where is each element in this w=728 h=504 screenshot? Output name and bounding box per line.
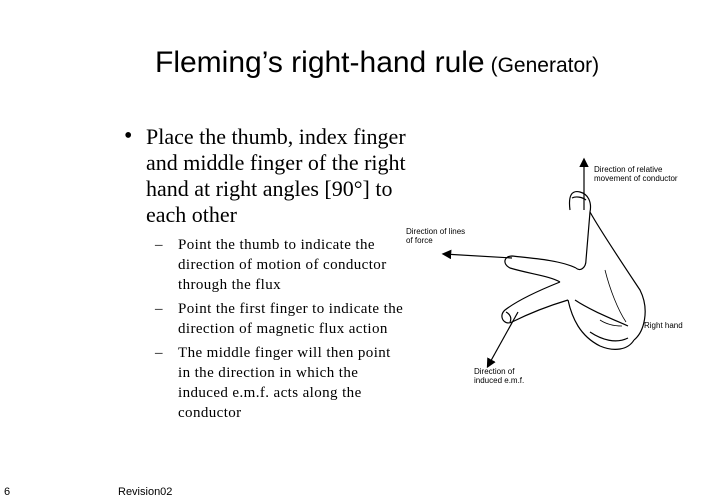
sub-bullet-text: The middle finger will then point in the… [178, 345, 391, 421]
footer-revision: Revision02 [118, 486, 173, 498]
hand-illustration [501, 190, 646, 350]
sub-bullet-text: Point the thumb to indicate the directio… [178, 237, 387, 293]
label-motion-2: movement of conductor [594, 174, 678, 183]
dash-icon: – [155, 301, 163, 317]
dash-icon: – [155, 345, 163, 361]
main-bullet-text: Place the thumb, index finger and middle… [146, 124, 406, 227]
bullet-dot-icon: • [124, 123, 133, 149]
emf-arrow [486, 311, 519, 369]
label-force-1: Direction of lines [406, 227, 465, 236]
label-emf-1: Direction of [474, 367, 515, 376]
title-main: Fleming’s right-hand rule [155, 46, 485, 79]
right-hand-diagram: Direction of relative movement of conduc… [406, 157, 683, 385]
label-hand: Right hand [644, 321, 683, 330]
dash-icon: – [155, 237, 163, 253]
title-sub: (Generator) [490, 54, 600, 77]
page-number: 6 [4, 486, 11, 498]
label-motion-1: Direction of relative [594, 165, 663, 174]
sub-bullet-text: Point the first finger to indicate the d… [178, 301, 404, 337]
sub-bullet-list: – Point the thumb to indicate the direct… [155, 235, 405, 427]
label-force-2: of force [406, 236, 433, 245]
label-emf-2: induced e.m.f. [474, 376, 524, 385]
sub-bullet-item: – The middle finger will then point in t… [155, 343, 405, 423]
flux-arrow [441, 249, 513, 260]
sub-bullet-item: – Point the first finger to indicate the… [155, 299, 405, 339]
slide-title: Fleming’s right-hand rule(Generator) [155, 46, 599, 80]
sub-bullet-item: – Point the thumb to indicate the direct… [155, 235, 405, 295]
